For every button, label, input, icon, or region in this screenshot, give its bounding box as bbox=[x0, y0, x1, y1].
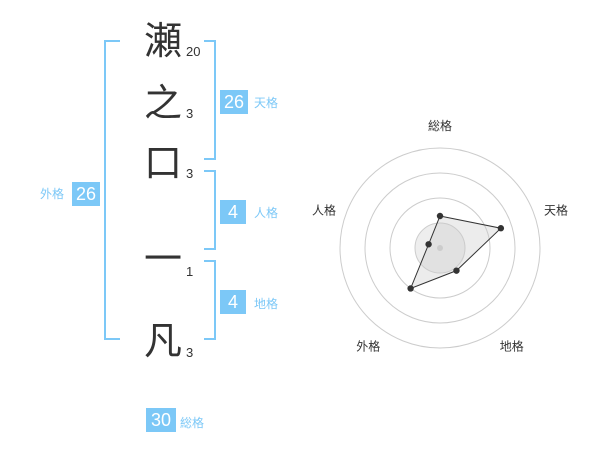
jinkaku-label: 人格 bbox=[254, 206, 279, 220]
radar-polygon bbox=[409, 215, 502, 290]
name-char-2: 之 bbox=[143, 81, 182, 125]
soukaku-label: 総格 bbox=[180, 416, 205, 430]
gaikaku-bracket bbox=[104, 40, 120, 340]
radar-ring bbox=[389, 197, 491, 299]
stroke-count-1: 20 bbox=[186, 44, 201, 59]
stroke-count-5: 3 bbox=[186, 345, 194, 360]
soukaku-badge: 30 bbox=[146, 408, 176, 432]
chikaku-badge: 4 bbox=[220, 290, 246, 314]
chikaku-label: 地格 bbox=[254, 297, 279, 311]
name-char-5: 凡 bbox=[143, 319, 182, 363]
jinkaku-bracket bbox=[204, 170, 216, 250]
tenkaku-badge: 26 bbox=[220, 90, 248, 114]
gaikaku-badge: 26 bbox=[72, 182, 100, 206]
name-char-4: 一 bbox=[143, 237, 182, 281]
radar-axis-label: 地格 bbox=[500, 339, 524, 354]
stroke-count-3: 3 bbox=[186, 166, 194, 181]
radar-ring bbox=[414, 222, 466, 274]
chikaku-bracket bbox=[204, 260, 216, 340]
radar-axis-label: 天格 bbox=[544, 202, 568, 217]
radar-axis-label: 外格 bbox=[356, 339, 380, 354]
radar-ring bbox=[364, 172, 516, 324]
radar-point-4 bbox=[407, 285, 414, 292]
radar-point-3 bbox=[453, 267, 460, 274]
radar-center-dot bbox=[437, 245, 443, 251]
stroke-count-2: 3 bbox=[186, 106, 194, 121]
gaikaku-label: 外格 bbox=[40, 187, 65, 201]
radar-point-1 bbox=[436, 212, 444, 220]
radar-axis-label: 人格 bbox=[312, 202, 336, 217]
radar-point-2 bbox=[497, 225, 505, 232]
tenkaku-label: 天格 bbox=[254, 96, 279, 110]
radar-ring bbox=[339, 147, 541, 349]
name-char-3: 口 bbox=[143, 141, 182, 185]
stroke-count-4: 1 bbox=[186, 264, 194, 279]
name-char-1: 瀬 bbox=[143, 19, 182, 63]
radar-axis-label: 総格 bbox=[428, 118, 452, 133]
radar-point-5 bbox=[425, 241, 432, 248]
tenkaku-bracket bbox=[204, 40, 216, 160]
jinkaku-badge: 4 bbox=[220, 200, 246, 224]
